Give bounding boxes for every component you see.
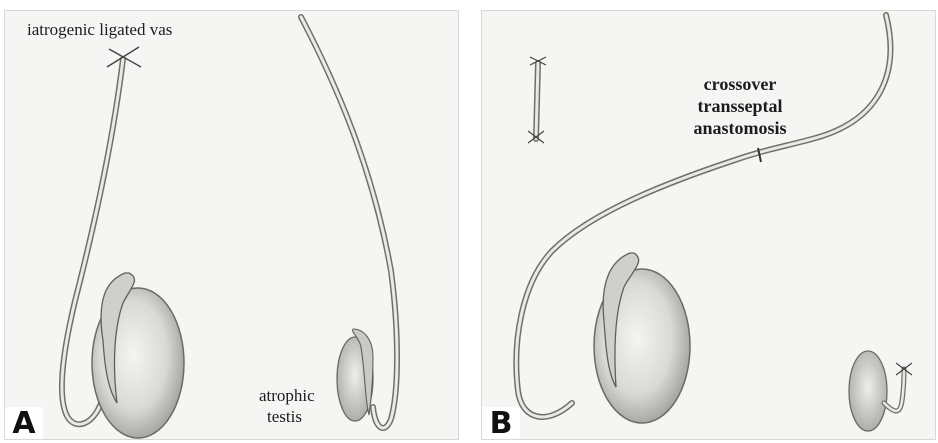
label-transseptal: transseptal	[670, 95, 810, 117]
label-anastomosis-word: anastomosis	[670, 117, 810, 139]
label-crossover: crossover	[670, 73, 810, 95]
panel-a-drawing	[5, 11, 459, 440]
label-iatrogenic-ligated-vas: iatrogenic ligated vas	[27, 20, 172, 39]
panel-letter-a: A	[5, 407, 43, 439]
label-testis: testis	[267, 407, 302, 426]
panel-a: iatrogenic ligated vas atrophic testis A	[4, 10, 459, 440]
ligated-vas-stump	[528, 57, 546, 143]
panel-b: crossover transseptal anastomosis B	[481, 10, 936, 440]
label-anastomosis: crossover transseptal anastomosis	[670, 73, 810, 139]
panel-letter-b: B	[482, 407, 520, 439]
right-atrophic-testis	[849, 351, 887, 431]
label-atrophic: atrophic	[259, 386, 315, 405]
